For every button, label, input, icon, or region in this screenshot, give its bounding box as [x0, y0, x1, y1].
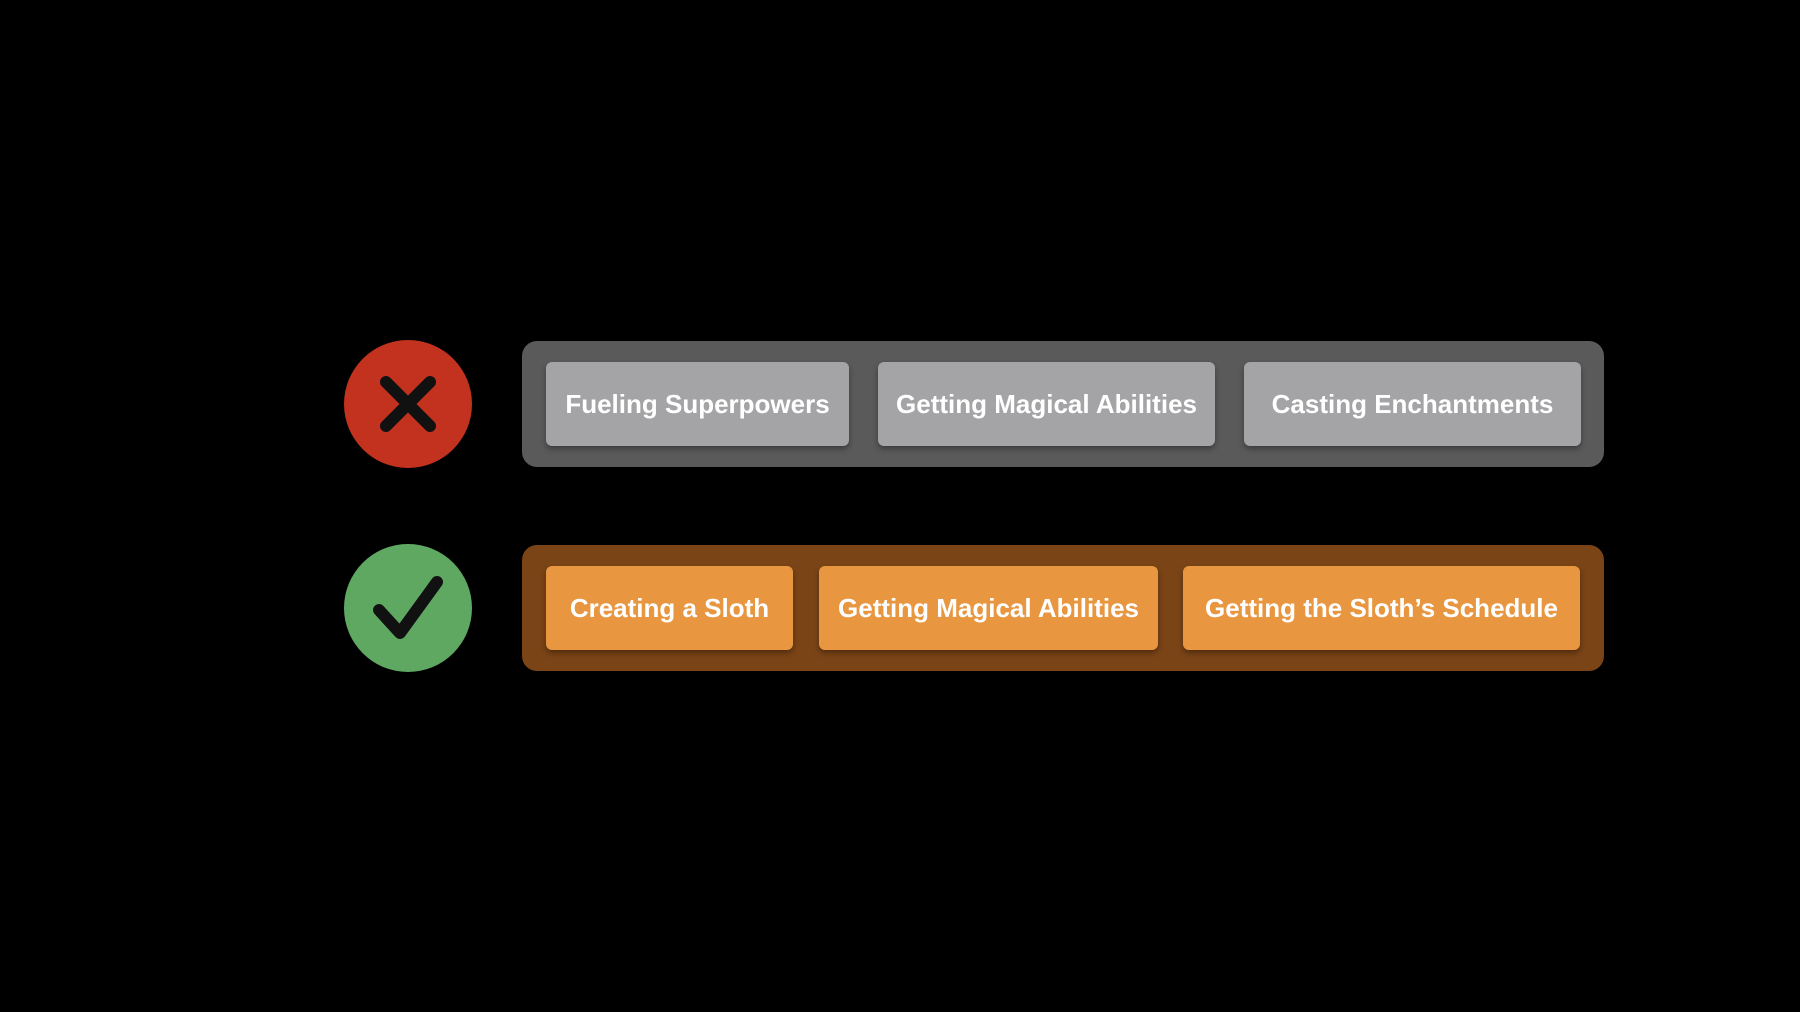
incorrect-title-item: Getting Magical Abilities	[878, 362, 1215, 446]
incorrect-title-item: Fueling Superpowers	[546, 362, 849, 446]
correct-title-item: Getting Magical Abilities	[819, 566, 1158, 650]
incorrect-title-group: Fueling Superpowers Getting Magical Abil…	[522, 341, 1604, 467]
check-mark-glyph	[373, 576, 443, 639]
x-mark-icon	[344, 340, 472, 468]
incorrect-title-item: Casting Enchantments	[1244, 362, 1581, 446]
check-mark-badge-circle	[344, 544, 472, 672]
x-mark-glyph	[380, 376, 436, 432]
correct-title-item: Creating a Sloth	[546, 566, 793, 650]
correct-title-item: Getting the Sloth’s Schedule	[1183, 566, 1580, 650]
correct-title-group: Creating a Sloth Getting Magical Abiliti…	[522, 545, 1604, 671]
check-mark-icon	[344, 544, 472, 672]
